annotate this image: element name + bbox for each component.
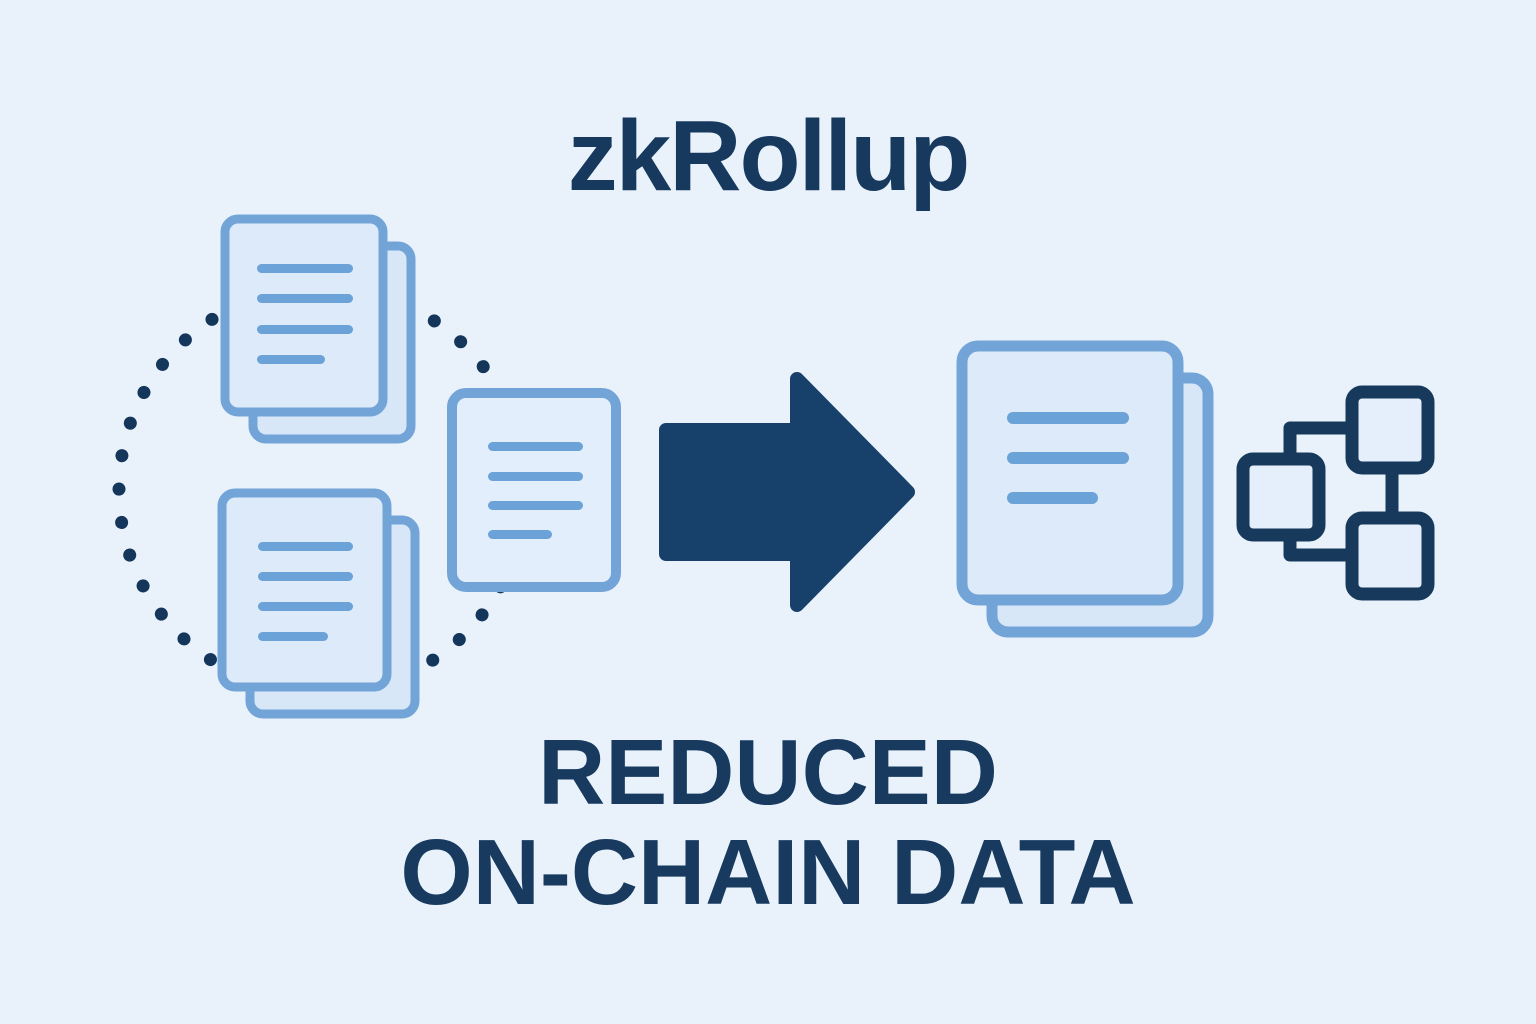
caption: REDUCED ON-CHAIN DATA (0, 722, 1536, 923)
document-icon (447, 388, 621, 592)
arrow-right-icon (659, 372, 915, 612)
document-stack-icon (220, 214, 416, 444)
page-title: zkRollup (567, 100, 971, 212)
caption-line-2: ON-CHAIN DATA (400, 820, 1136, 925)
document-stack-icon (956, 340, 1214, 638)
network-nodes-icon (1236, 385, 1435, 601)
document-stack-icon (217, 488, 420, 719)
caption-line-1: REDUCED (538, 720, 998, 824)
